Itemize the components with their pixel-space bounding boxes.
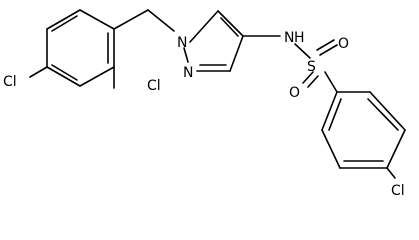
bond [183, 47, 189, 63]
bond-benzyl-ch2 [113, 9, 149, 30]
bond [46, 66, 81, 87]
atom-cl-ortho: Cl [147, 78, 161, 94]
double-bond [367, 98, 399, 131]
atom-n1: N [177, 35, 187, 51]
atom-n2: N [183, 65, 193, 81]
bond [79, 9, 115, 30]
bond-s-o-bottom [302, 71, 314, 84]
bond [79, 66, 115, 87]
bond-cl-para [29, 66, 48, 78]
bond-cl-right [386, 167, 396, 179]
bond [369, 91, 406, 131]
bond [46, 9, 81, 30]
atom-nh-h: H [294, 30, 305, 46]
bond [386, 129, 406, 169]
atom-o-bottom: O [289, 85, 300, 101]
bond-s-aryl [324, 71, 338, 93]
atom-o-top: O [338, 36, 349, 52]
pyrazole-ring [183, 10, 244, 72]
structure-diagram: Cl Cl N N N H S O O Cl [3, 9, 406, 199]
double-bond [51, 64, 78, 81]
chlorophenyl-ring [321, 91, 406, 169]
bond-s-o-top-double [316, 39, 335, 51]
bond [217, 10, 244, 37]
bond-nh-s [294, 43, 311, 59]
dichlorophenyl-ring [46, 9, 115, 87]
atom-cl-left: Cl [3, 74, 17, 90]
bond-ch2-n1 [147, 9, 175, 32]
molecule-drawing: Cl Cl N N N H S O O Cl [3, 9, 406, 199]
bond [321, 129, 341, 169]
double-bond [51, 15, 78, 32]
bond [229, 35, 244, 72]
atom-s: S [307, 59, 316, 75]
atom-cl-right: Cl [391, 183, 405, 199]
double-bond [220, 17, 239, 37]
atom-nh-n: N [284, 30, 294, 46]
double-bond [328, 98, 342, 131]
bond-s-o-top [319, 44, 338, 56]
bond [321, 91, 338, 131]
bond [189, 10, 219, 43]
bond-s-o-bottom-double [307, 75, 319, 88]
